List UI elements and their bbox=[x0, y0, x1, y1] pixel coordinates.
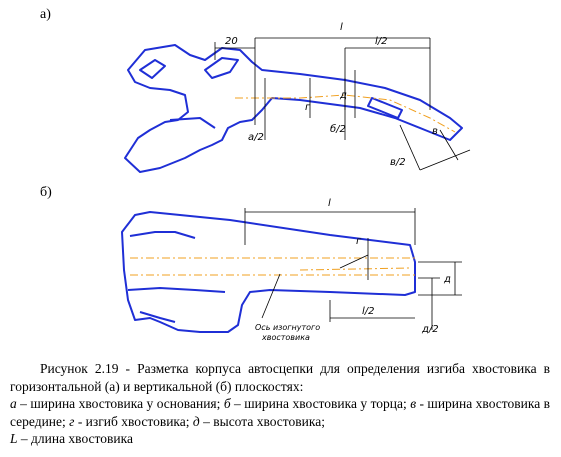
axis-note-line2: хвостовика bbox=[261, 333, 310, 342]
dim-a-v: в bbox=[432, 126, 438, 137]
figure-caption: Рисунок 2.19 - Разметка корпуса автосцеп… bbox=[10, 360, 550, 448]
dim-a-l: l bbox=[340, 22, 343, 33]
dim-a-b-half: б/2 bbox=[330, 123, 346, 135]
dim-b-l: l bbox=[328, 198, 331, 209]
panel-b-label: б) bbox=[40, 185, 52, 200]
legend-b-text: – ширина хвостовика у торца; bbox=[230, 396, 411, 411]
legend-d-text: – высота хвостовика; bbox=[199, 413, 325, 429]
dim-a-l-half: l/2 bbox=[375, 36, 388, 47]
legend-L-symbol: L bbox=[10, 431, 18, 446]
dim-a-20: 20 bbox=[225, 36, 238, 47]
coupler-body-top-view bbox=[124, 44, 463, 173]
dim-a-d: д bbox=[339, 90, 347, 101]
legend-d-symbol: д bbox=[192, 413, 200, 429]
panel-a-label: а) bbox=[40, 7, 51, 22]
coupler-marking-figure: а) б) l 20 l/2 г д а/2 б/2 в в/2 bbox=[40, 7, 471, 342]
caption-title: Рисунок 2.19 - Разметка корпуса автосцеп… bbox=[10, 361, 550, 394]
legend-L-text: – длина хвостовика bbox=[17, 431, 133, 446]
dim-b-l-half: l/2 bbox=[362, 306, 375, 317]
axis-note-line1: Ось изогнутого bbox=[255, 323, 320, 332]
legend-a-text: – ширина хвостовика у основания; bbox=[16, 396, 224, 411]
dimension-lines-a bbox=[214, 37, 471, 171]
legend-a-symbol: а bbox=[10, 396, 17, 411]
dim-b-d-half: д/2 bbox=[421, 324, 439, 335]
dim-b-g: г bbox=[356, 236, 362, 247]
dim-a-a-half: а/2 bbox=[248, 132, 264, 143]
legend-b-symbol: б bbox=[223, 396, 231, 411]
axis-line-a bbox=[235, 94, 456, 133]
dim-a-v-half: в/2 bbox=[390, 157, 406, 168]
coupler-body-side-view bbox=[121, 211, 416, 333]
dim-b-d: д bbox=[443, 274, 451, 285]
dimension-lines-b bbox=[244, 208, 462, 330]
legend-g-symbol: г bbox=[69, 413, 75, 429]
axis-line-b bbox=[130, 257, 415, 276]
dim-a-g: г bbox=[305, 102, 311, 113]
caption-legend: а – ширина хвостовика у основания; б – ш… bbox=[10, 395, 550, 430]
caption-legend-length: L – длина хвостовика bbox=[10, 430, 550, 448]
legend-g-text: - изгиб хвостовика; bbox=[74, 413, 193, 429]
legend-v-text: - ширина хвостовика в середине; bbox=[10, 396, 550, 429]
legend-v-symbol: в bbox=[410, 396, 417, 411]
